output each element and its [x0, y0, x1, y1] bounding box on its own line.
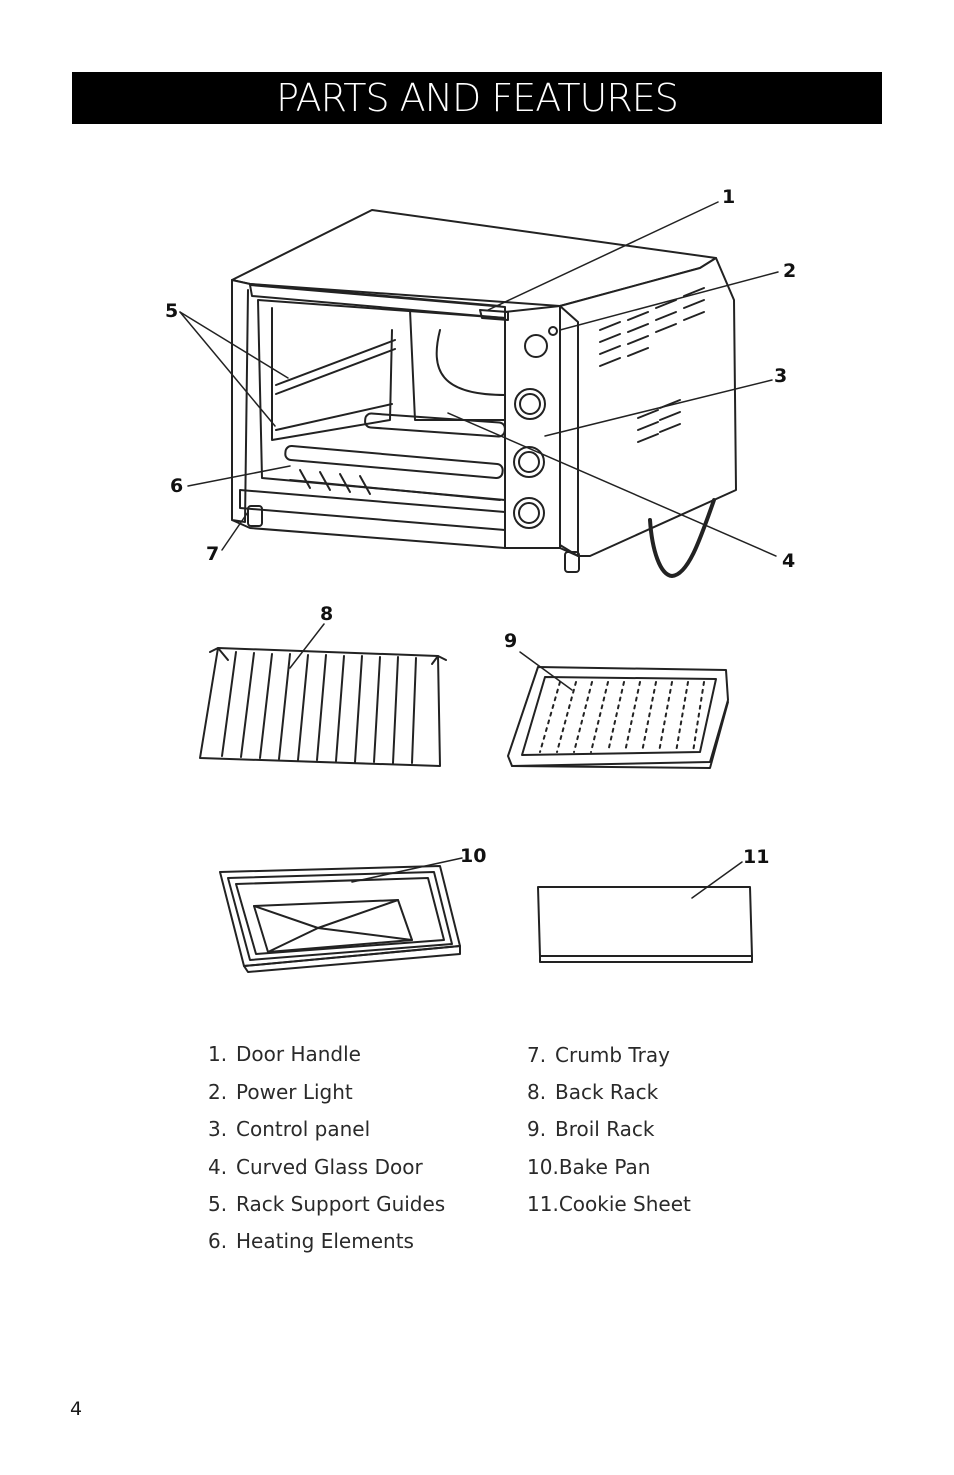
- callout-2: 2: [783, 260, 796, 282]
- legend-item: 10.Bake Pan: [527, 1155, 651, 1179]
- legend-item: 4.Curved Glass Door: [208, 1155, 423, 1179]
- cookie-sheet-illustration: [537, 886, 753, 963]
- legend-item: 8.Back Rack: [527, 1080, 659, 1104]
- legend-item: 1.Door Handle: [208, 1042, 361, 1066]
- legend-item: 5.Rack Support Guides: [208, 1192, 446, 1216]
- callout-11: 11: [743, 846, 769, 868]
- legend-item: 11.Cookie Sheet: [527, 1192, 691, 1216]
- legend-item: 2.Power Light: [208, 1080, 353, 1104]
- toaster-oven-illustration: [231, 209, 737, 578]
- broil-rack-illustration: [507, 666, 729, 769]
- callout-9: 9: [504, 630, 517, 652]
- page-number: 4: [70, 1398, 83, 1420]
- title-banner: PARTS AND FEATURES: [72, 72, 882, 124]
- callout-5: 5: [165, 300, 178, 322]
- legend-item: 7.Crumb Tray: [527, 1043, 670, 1067]
- legend-item: 6.Heating Elements: [208, 1229, 414, 1253]
- bake-pan-illustration: [219, 865, 461, 973]
- page-title: PARTS AND FEATURES: [276, 76, 679, 120]
- callout-10: 10: [460, 845, 486, 867]
- legend-item: 3.Control panel: [208, 1117, 371, 1141]
- back-rack-illustration: [199, 647, 447, 767]
- callout-8: 8: [320, 603, 333, 625]
- callout-7: 7: [206, 543, 219, 565]
- callout-1: 1: [722, 186, 735, 208]
- callout-6: 6: [170, 475, 183, 497]
- leader-lines: [179, 201, 779, 899]
- callout-3: 3: [774, 365, 787, 387]
- callout-4: 4: [782, 550, 795, 572]
- legend-item: 9.Broil Rack: [527, 1117, 655, 1141]
